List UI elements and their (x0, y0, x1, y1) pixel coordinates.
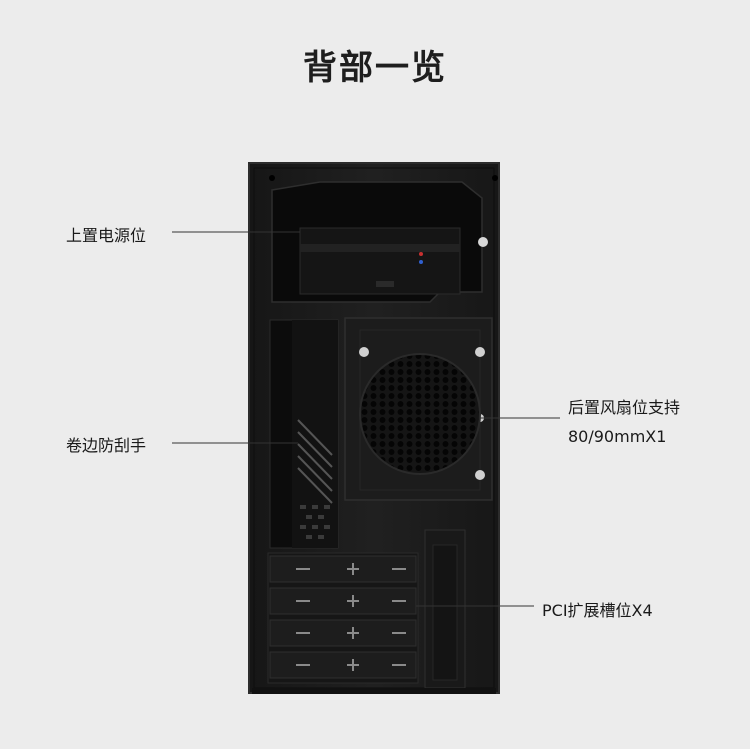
callout-pci: PCI扩展槽位X4 (542, 601, 653, 620)
callout-psu: 上置电源位 (66, 226, 147, 245)
page-title: 背部一览 (303, 48, 447, 88)
callout-fan-line2: 80/90mmX1 (568, 427, 667, 446)
led-red (419, 252, 423, 256)
callout-fan-line1: 后置风扇位支持 (568, 398, 681, 417)
pci-slots (269, 555, 417, 679)
led-blue (419, 260, 423, 264)
callout-rolled-edge: 卷边防刮手 (66, 436, 147, 455)
rear-fan-grille (359, 353, 481, 475)
